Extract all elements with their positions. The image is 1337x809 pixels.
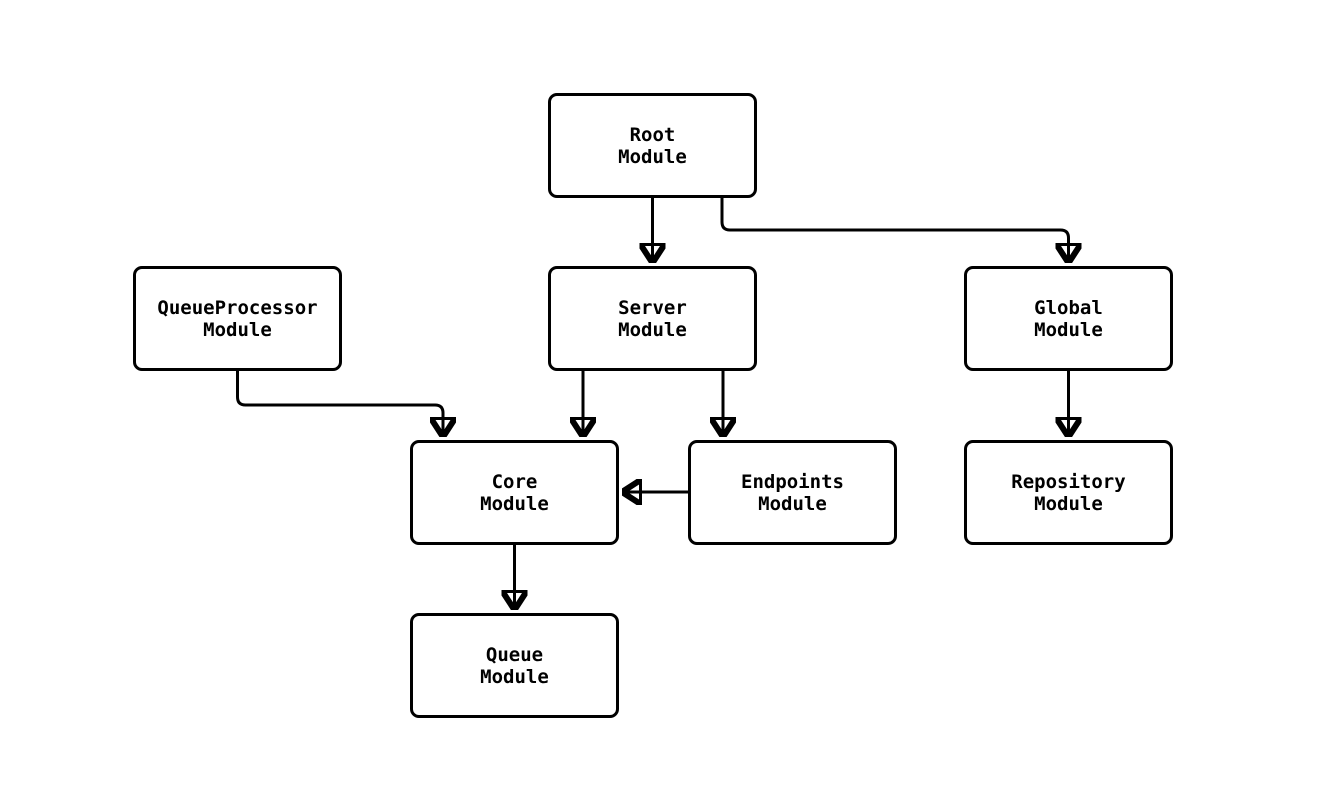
node-label-line2: Module (480, 665, 549, 688)
node-label-line2: Module (1034, 492, 1103, 515)
node-label-line1: Endpoints (741, 470, 844, 493)
node-queueprocessor-module: QueueProcessor Module (133, 266, 342, 371)
node-label-line1: Global (1034, 296, 1103, 319)
node-queue-module: Queue Module (410, 613, 619, 718)
node-repository-module: Repository Module (964, 440, 1173, 545)
node-label-line2: Module (203, 318, 272, 341)
node-label-line1: Root (629, 123, 676, 146)
node-label-line2: Module (1034, 318, 1103, 341)
node-label-line1: Core (491, 470, 538, 493)
node-root-module: Root Module (548, 93, 757, 198)
node-global-module: Global Module (964, 266, 1173, 371)
node-endpoints-module: Endpoints Module (688, 440, 897, 545)
node-label-line2: Module (480, 492, 549, 515)
node-server-module: Server Module (548, 266, 757, 371)
node-label-line1: Repository (1011, 470, 1126, 493)
edge-queueprocessor-to-core (236, 371, 444, 437)
node-label-line2: Module (618, 145, 687, 168)
node-core-module: Core Module (410, 440, 619, 545)
node-label-line2: Module (758, 492, 827, 515)
node-label-line2: Module (618, 318, 687, 341)
node-label-line1: Queue (485, 643, 544, 666)
node-label-line1: QueueProcessor (157, 296, 318, 319)
edge-root-to-global (720, 198, 1069, 263)
node-label-line1: Server (618, 296, 687, 319)
